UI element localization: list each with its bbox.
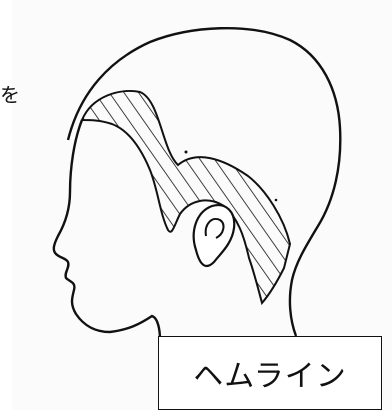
hemline-label: ヘムライン [193, 351, 347, 395]
scalp-mark [185, 151, 188, 154]
hemline-label-box: ヘムライン [158, 336, 382, 410]
scalp-mark [275, 199, 278, 202]
ear-outline [194, 205, 235, 266]
hairline-hatched-band [82, 91, 290, 303]
